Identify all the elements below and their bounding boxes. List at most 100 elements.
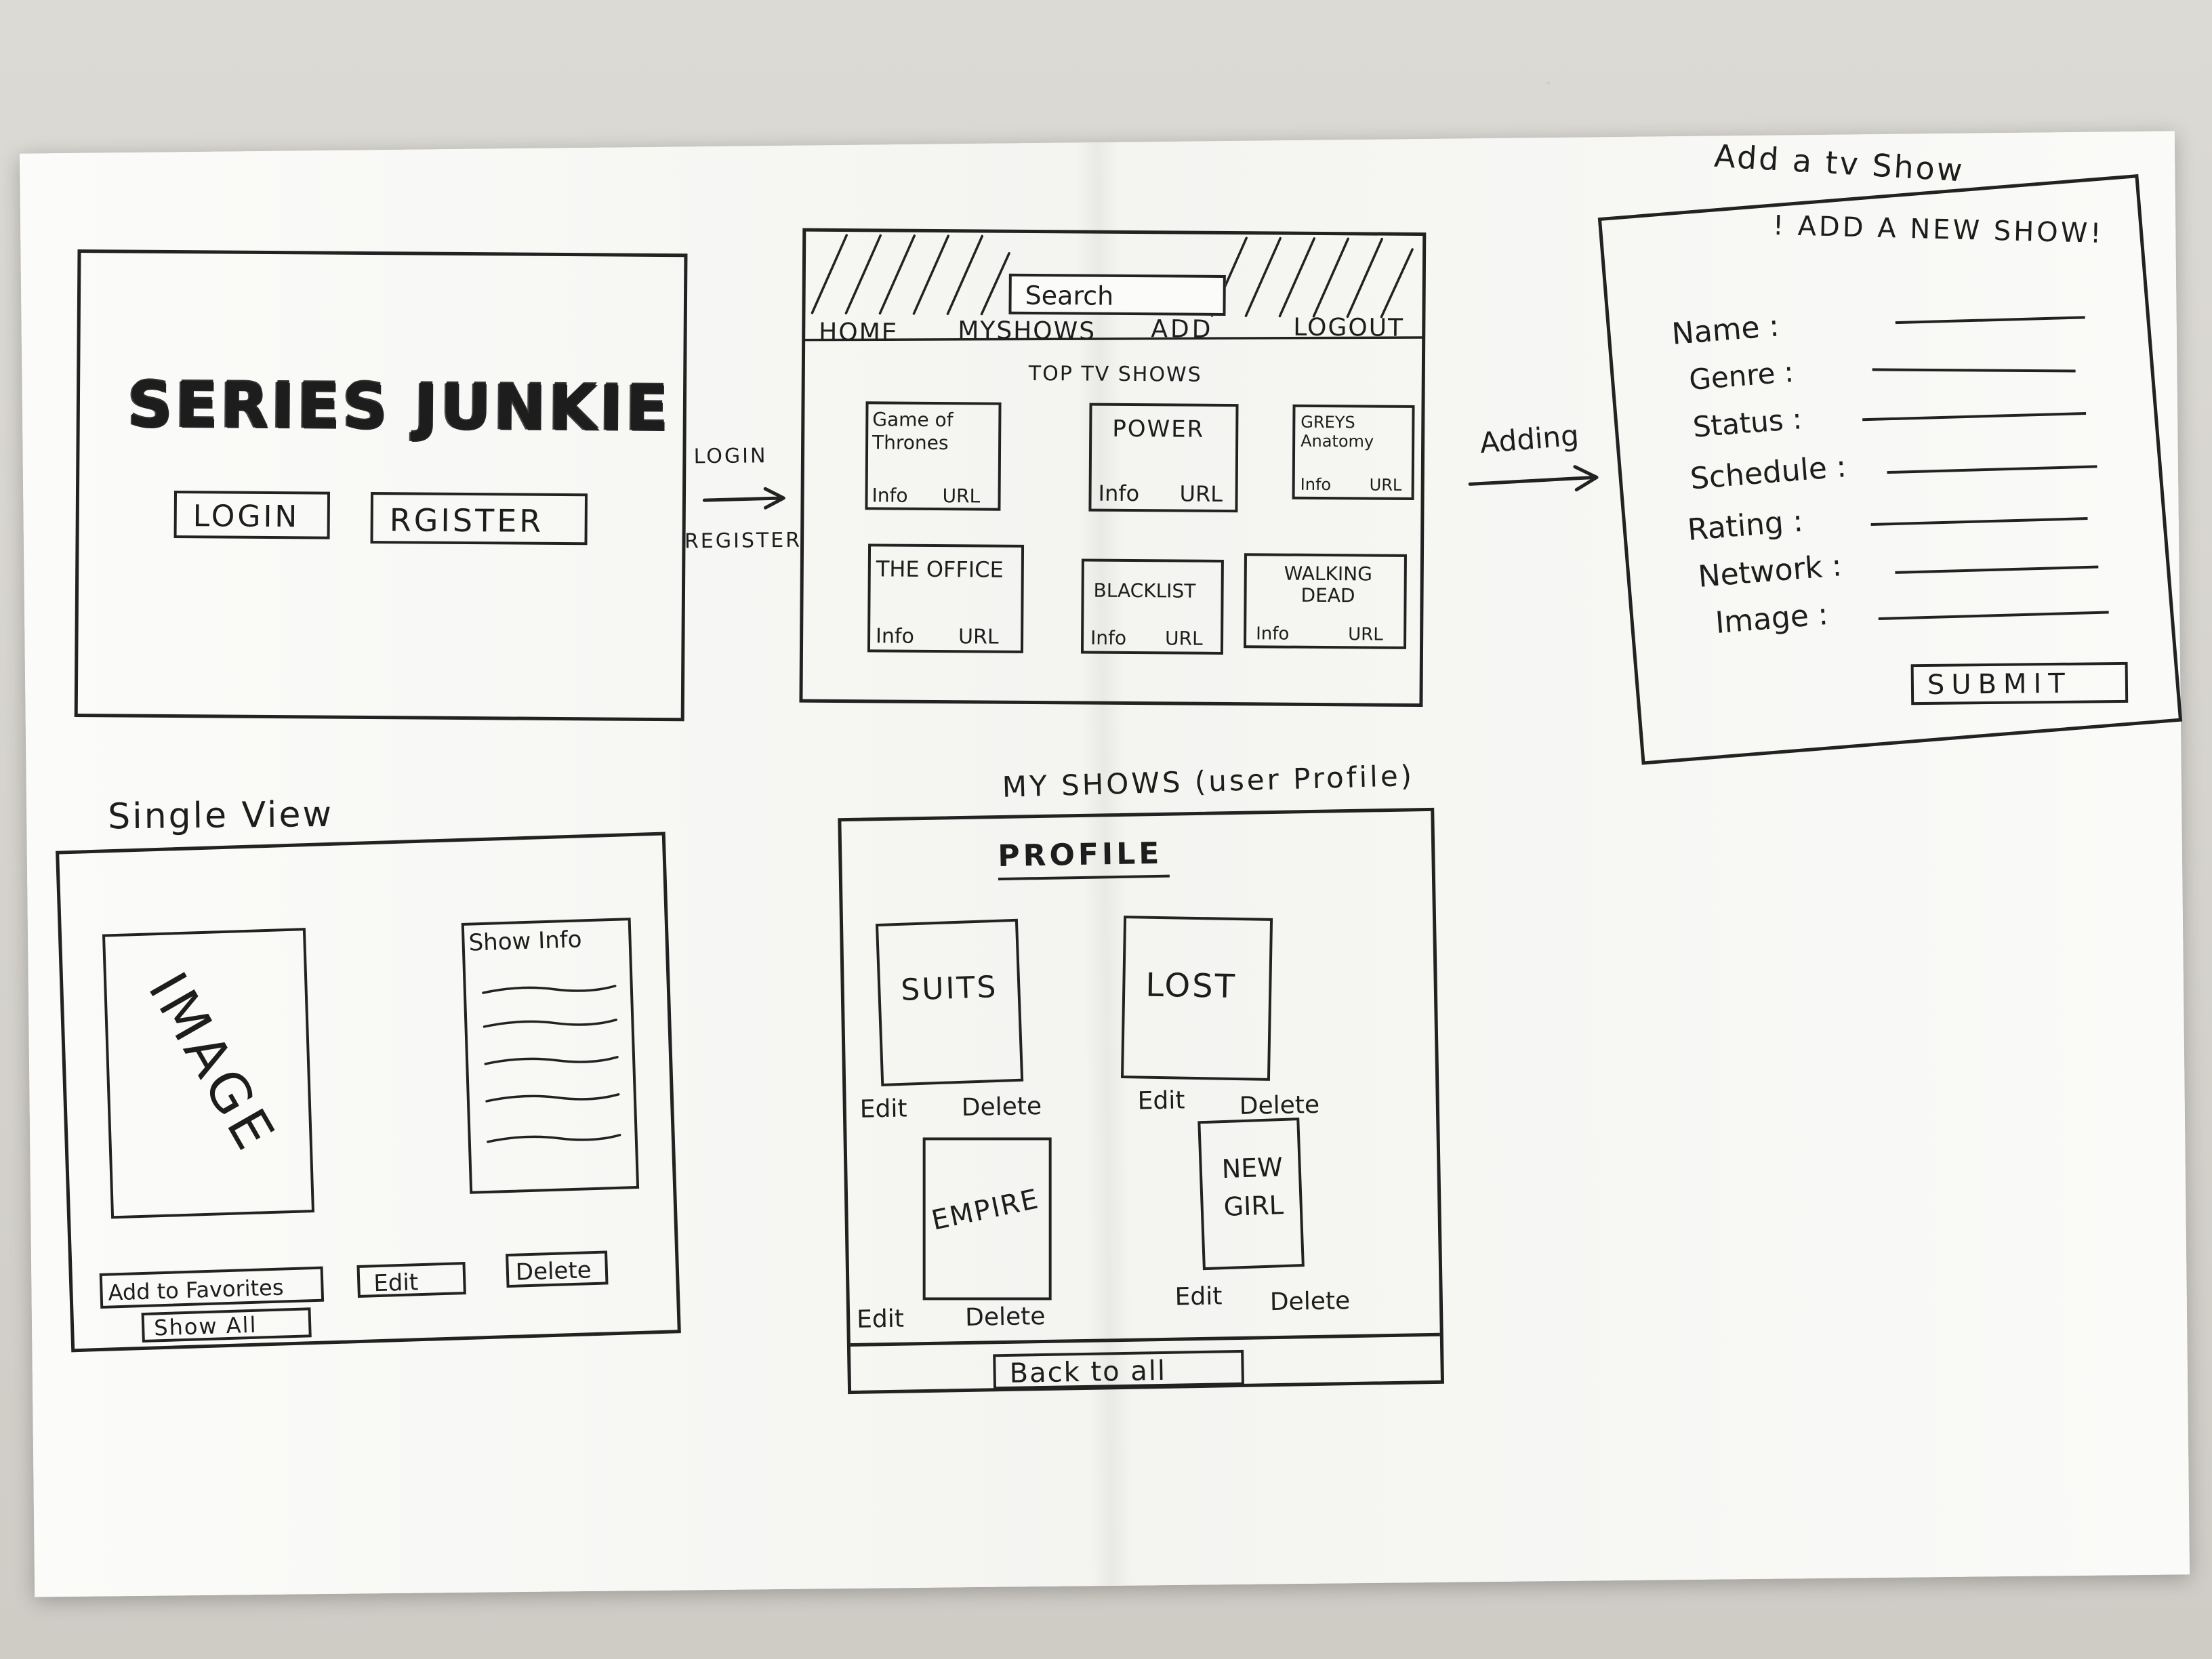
profile-show-title: EMPIRE: [928, 1183, 1042, 1237]
submit-button[interactable]: SUBMIT: [1910, 661, 2129, 705]
field-label-image: Image :: [1714, 596, 1830, 641]
show-info-panel: Show Info: [461, 918, 640, 1194]
login-button-label: LOGIN: [192, 499, 300, 535]
show-card-url-link[interactable]: URL: [942, 485, 981, 508]
sketch-paper: SERIES JUNKIE LOGIN RGISTER LOGIN REGIST…: [19, 131, 2190, 1597]
profile-show-title: NEW GIRL: [1221, 1152, 1284, 1223]
show-card-info-link[interactable]: Info: [876, 624, 915, 649]
flow-label-login: LOGIN: [693, 444, 768, 469]
show-all-label: Show All: [153, 1311, 258, 1341]
show-card[interactable]: BLACKLIST Info URL: [1080, 558, 1224, 655]
profile-delete-link[interactable]: Delete: [964, 1302, 1046, 1332]
field-label-name: Name :: [1670, 308, 1781, 352]
submit-button-label: SUBMIT: [1927, 668, 2072, 701]
search-input[interactable]: Search: [1008, 273, 1226, 316]
field-label-genre: Genre :: [1687, 354, 1795, 397]
app-logo: SERIES JUNKIE: [127, 368, 671, 445]
profile-show-card[interactable]: SUITS: [875, 918, 1024, 1086]
add-show-screen: ! ADD A NEW SHOW! Name : Genre : Status …: [1597, 174, 2183, 765]
nav-home[interactable]: HOME: [819, 318, 899, 347]
show-card[interactable]: Game of Thrones Info URL: [865, 401, 1002, 511]
field-label-status: Status :: [1692, 402, 1803, 444]
show-card[interactable]: WALKING DEAD Info URL: [1244, 553, 1407, 649]
show-card-title: POWER: [1112, 415, 1205, 443]
profile-show-title: SUITS: [900, 969, 999, 1008]
show-all-button[interactable]: Show All: [141, 1307, 312, 1343]
show-info-lines: [482, 985, 621, 1143]
profile-show-card[interactable]: EMPIRE: [922, 1137, 1052, 1300]
add-show-heading: ! ADD A NEW SHOW!: [1772, 210, 2104, 249]
show-card-title: WALKING DEAD: [1284, 562, 1372, 607]
field-input-status[interactable]: [1862, 412, 2087, 422]
search-placeholder: Search: [1025, 280, 1114, 311]
edit-button[interactable]: Edit: [356, 1262, 466, 1298]
home-screen: Search HOME MYSHOWS ADD LOGOUT TOP TV SH…: [799, 228, 1427, 708]
single-view-caption: Single View: [107, 794, 334, 838]
field-input-name[interactable]: [1895, 316, 2085, 325]
field-input-genre[interactable]: [1872, 368, 2076, 373]
show-card[interactable]: GREYS Anatomy Info URL: [1292, 404, 1415, 500]
my-shows-screen: PROFILE SUITS Edit Delete LOST Edit Dele…: [838, 807, 1445, 1395]
profile-edit-link[interactable]: Edit: [856, 1305, 905, 1334]
field-input-image[interactable]: [1878, 611, 2109, 621]
image-placeholder-label: IMAGE: [136, 962, 289, 1164]
header-hatching: [804, 234, 1423, 342]
flow-label-adding: Adding: [1478, 418, 1580, 460]
profile-delete-link[interactable]: Delete: [961, 1092, 1042, 1122]
profile-edit-link[interactable]: Edit: [859, 1094, 907, 1124]
profile-delete-link[interactable]: Delete: [1239, 1090, 1320, 1120]
show-card-url-link[interactable]: URL: [1165, 627, 1203, 650]
nav-logout[interactable]: LOGOUT: [1293, 313, 1405, 342]
profile-edit-link[interactable]: Edit: [1137, 1086, 1185, 1115]
show-card[interactable]: POWER Info URL: [1088, 403, 1239, 513]
delete-button[interactable]: Delete: [506, 1250, 609, 1288]
landing-screen: SERIES JUNKIE LOGIN RGISTER: [74, 249, 688, 722]
flow-arrow-landing-to-home: [702, 487, 785, 510]
profile-show-card[interactable]: NEW GIRL: [1197, 1118, 1305, 1271]
profile-show-title: LOST: [1145, 966, 1237, 1006]
field-input-rating[interactable]: [1870, 517, 2088, 526]
show-card-title: BLACKLIST: [1093, 579, 1196, 602]
back-to-all-button[interactable]: Back to all: [993, 1349, 1245, 1390]
show-card-info-link[interactable]: Info: [1256, 623, 1290, 644]
show-card-info-link[interactable]: Info: [1300, 474, 1332, 495]
show-card-title: Game of Thrones: [872, 408, 954, 455]
register-button[interactable]: RGISTER: [370, 492, 588, 546]
show-card-url-link[interactable]: URL: [1369, 475, 1402, 495]
add-to-favorites-button[interactable]: Add to Favorites: [99, 1266, 325, 1309]
footer-divider: [850, 1332, 1440, 1347]
show-card-title: GREYS Anatomy: [1300, 412, 1374, 451]
login-button[interactable]: LOGIN: [173, 491, 331, 539]
profile-show-card[interactable]: LOST: [1120, 916, 1273, 1081]
my-shows-caption: MY SHOWS (user Profile): [1002, 758, 1415, 804]
field-label-schedule: Schedule :: [1689, 449, 1848, 497]
single-view-screen: IMAGE Show Info Add to Favorites Edit De…: [56, 832, 681, 1353]
show-card-url-link[interactable]: URL: [1348, 624, 1383, 645]
add-show-caption: Add a tv Show: [1713, 137, 1966, 189]
nav-my-shows[interactable]: MYSHOWS: [958, 316, 1097, 346]
show-card-info-link[interactable]: Info: [872, 484, 908, 507]
flow-label-register: REGISTER: [684, 528, 802, 554]
show-info-heading: Show Info: [468, 926, 583, 957]
profile-edit-link[interactable]: Edit: [1174, 1282, 1223, 1311]
field-label-network: Network :: [1696, 548, 1843, 594]
field-label-rating: Rating :: [1686, 504, 1805, 548]
register-button-label: RGISTER: [389, 501, 544, 539]
profile-delete-link[interactable]: Delete: [1269, 1287, 1351, 1317]
delete-button-label: Delete: [515, 1256, 592, 1286]
show-card-info-link[interactable]: Info: [1090, 626, 1127, 649]
show-card-info-link[interactable]: Info: [1098, 480, 1140, 507]
profile-heading: PROFILE: [997, 836, 1170, 881]
show-card[interactable]: THE OFFICE Info URL: [867, 544, 1025, 653]
show-image-placeholder: IMAGE: [102, 928, 315, 1219]
field-input-schedule[interactable]: [1887, 465, 2097, 474]
show-card-url-link[interactable]: URL: [958, 625, 999, 649]
show-card-title: THE OFFICE: [876, 556, 1004, 583]
field-input-network[interactable]: [1895, 565, 2099, 574]
top-shows-heading: TOP TV SHOWS: [1028, 361, 1202, 387]
flow-arrow-home-to-add: [1468, 465, 1599, 492]
edit-button-label: Edit: [373, 1269, 419, 1298]
nav-add[interactable]: ADD: [1151, 315, 1214, 344]
show-card-url-link[interactable]: URL: [1179, 480, 1223, 507]
add-to-favorites-label: Add to Favorites: [107, 1274, 285, 1306]
